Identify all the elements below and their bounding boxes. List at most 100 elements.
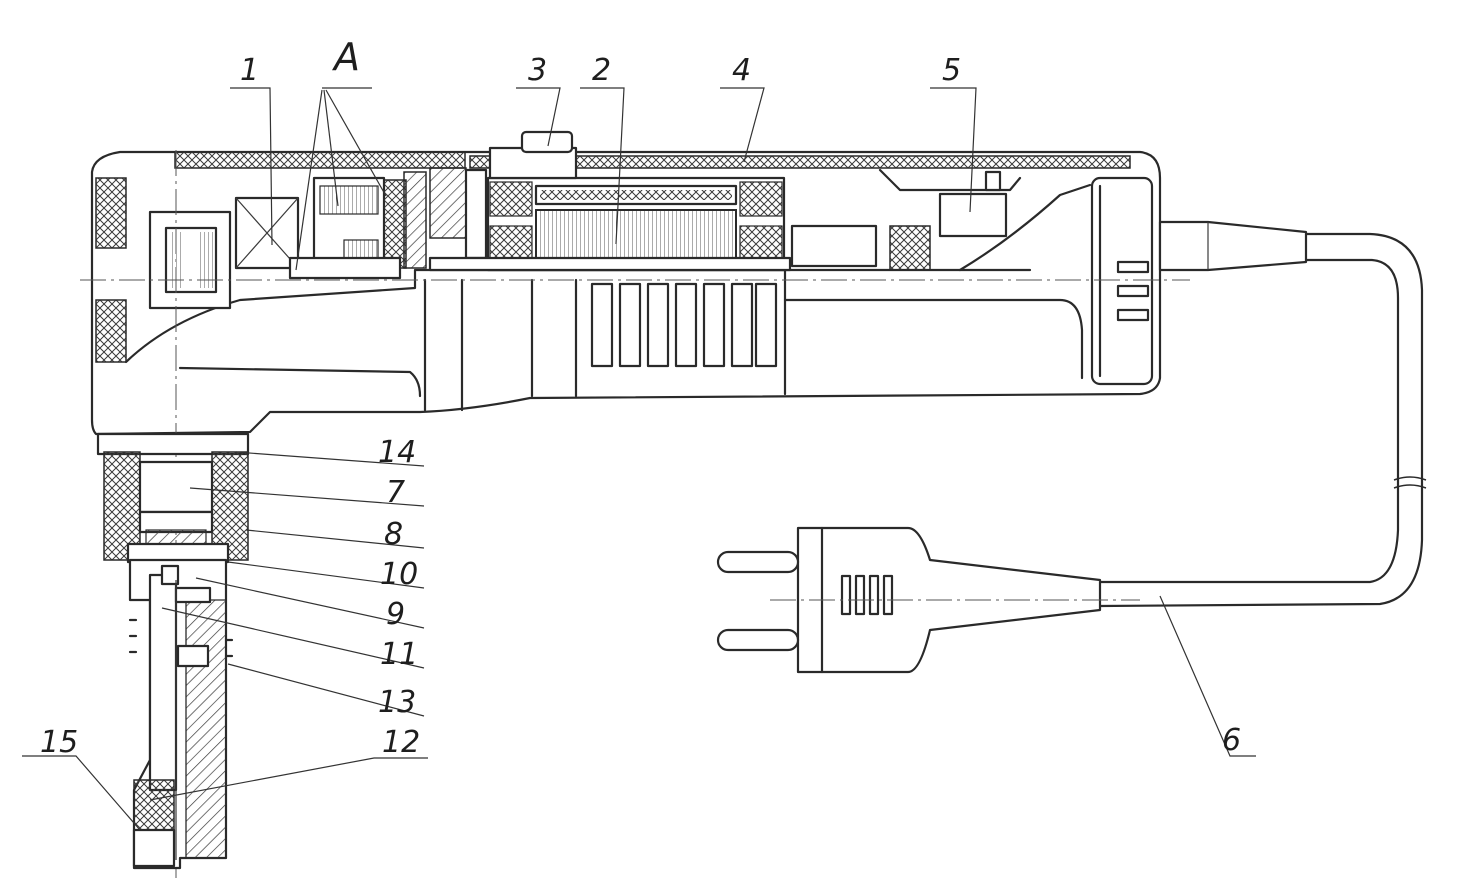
callout-1: 1 bbox=[240, 53, 259, 88]
thread-notches bbox=[128, 618, 234, 658]
plug-pin-top bbox=[716, 550, 800, 574]
callout-11: 11 bbox=[380, 637, 418, 672]
rear-bearing bbox=[790, 224, 878, 268]
plug-ridge bbox=[868, 574, 880, 616]
callout-A: A bbox=[331, 35, 360, 79]
callout-7: 7 bbox=[386, 475, 405, 510]
housing-handle-contour bbox=[178, 366, 422, 398]
callout-9: 9 bbox=[386, 597, 405, 632]
leader-7 bbox=[189, 487, 425, 507]
callout-10: 10 bbox=[380, 557, 418, 592]
leader-6 bbox=[1159, 595, 1256, 757]
die-holder-hatch bbox=[185, 599, 227, 859]
callout-8: 8 bbox=[384, 517, 403, 552]
leader-A-1 bbox=[295, 89, 323, 271]
plug-grip-ridges bbox=[840, 574, 894, 616]
gear-bearing-right bbox=[383, 179, 407, 269]
leader-15 bbox=[22, 755, 141, 831]
plug-ridge bbox=[854, 574, 866, 616]
switch-lever bbox=[878, 168, 1022, 192]
leader-1 bbox=[230, 87, 273, 246]
head-flange bbox=[96, 432, 250, 456]
rear-housing-curve bbox=[958, 183, 1092, 272]
eccentric-inner-hatch-2 bbox=[200, 232, 214, 288]
leader-8 bbox=[245, 529, 425, 549]
switch-button-3 bbox=[520, 130, 574, 154]
callout-14: 14 bbox=[378, 435, 416, 470]
housing-inner-contour bbox=[124, 268, 1032, 364]
power-cord bbox=[716, 220, 1427, 674]
housing-top-shell bbox=[174, 151, 466, 169]
die-tip bbox=[132, 828, 176, 868]
nibbler-head bbox=[96, 432, 250, 870]
plug-pin-bottom bbox=[716, 628, 800, 652]
vent-slot bbox=[730, 282, 754, 368]
rear-handle-lower bbox=[783, 298, 1084, 380]
leader-2 bbox=[580, 87, 625, 245]
callout-labels: 1 A 3 2 4 5 14 7 8 10 9 11 13 12 15 6 bbox=[40, 35, 1241, 760]
leader-5 bbox=[930, 87, 977, 213]
cord-break-mark bbox=[1393, 476, 1427, 481]
cord-strain-relief bbox=[1158, 220, 1308, 272]
leader-13 bbox=[227, 663, 425, 717]
power-cord-cable-outer bbox=[1098, 232, 1424, 608]
callout-15: 15 bbox=[40, 725, 78, 760]
motor-front-bearing bbox=[429, 167, 467, 239]
vent-slot bbox=[702, 282, 726, 368]
power-cord-cable-inner bbox=[1098, 258, 1400, 584]
switch-5 bbox=[938, 192, 1008, 238]
vent-slot bbox=[618, 282, 642, 368]
vent-slot bbox=[646, 282, 670, 368]
housing-top-shell-right bbox=[469, 155, 1131, 169]
punch-holder-12 bbox=[176, 644, 210, 668]
head-bulkhead bbox=[403, 171, 427, 269]
punch-13 bbox=[148, 573, 178, 792]
callout-6: 6 bbox=[1222, 723, 1241, 758]
leader-12 bbox=[149, 757, 428, 801]
intermediate-gear-teeth bbox=[319, 185, 379, 215]
pinion-shaft bbox=[288, 256, 402, 280]
rotor-shaft bbox=[428, 256, 792, 272]
vent-slot bbox=[754, 282, 778, 368]
plunger-guide-7 bbox=[138, 460, 214, 514]
rear-end-slot-2 bbox=[1116, 284, 1150, 298]
cord-break-mark-2 bbox=[1393, 484, 1427, 489]
plunger-seat-8 bbox=[138, 510, 214, 534]
plug-ridge bbox=[840, 574, 852, 616]
leader-3 bbox=[516, 87, 561, 147]
stator-winding-bot-r bbox=[739, 225, 783, 261]
head-nut-left bbox=[103, 451, 141, 561]
callout-12: 12 bbox=[382, 725, 420, 760]
vent-bay-outline bbox=[530, 278, 578, 398]
callout-3: 3 bbox=[528, 53, 547, 88]
callout-leaders bbox=[22, 87, 1256, 831]
vent-slot bbox=[590, 282, 614, 368]
leader-A-3 bbox=[325, 89, 387, 197]
callout-4: 4 bbox=[732, 53, 751, 88]
leader-4 bbox=[720, 87, 765, 163]
head-cap-left bbox=[95, 177, 127, 249]
pin-11 bbox=[174, 586, 212, 604]
plug-ridge bbox=[882, 574, 894, 616]
plunger-seat-hatch bbox=[145, 529, 207, 545]
callout-2: 2 bbox=[592, 53, 611, 88]
vent-slot bbox=[674, 282, 698, 368]
leader-9 bbox=[195, 577, 425, 629]
rear-end-slot-1 bbox=[1116, 260, 1150, 274]
rear-bearing-race bbox=[889, 225, 931, 271]
motor bbox=[428, 130, 931, 272]
switch-assembly bbox=[878, 168, 1022, 238]
fan bbox=[464, 168, 488, 260]
eccentric-inner-hatch bbox=[170, 232, 184, 288]
head-nut-right bbox=[211, 451, 249, 561]
rear-end-cap bbox=[1090, 176, 1154, 386]
motor-rotor-armature bbox=[535, 209, 737, 263]
leader-A-2 bbox=[323, 89, 339, 207]
gear-1-cross bbox=[235, 197, 299, 269]
leader-11 bbox=[161, 607, 425, 669]
leader-10 bbox=[227, 561, 425, 589]
head-cap-left-lower bbox=[95, 299, 127, 363]
switch-contact bbox=[984, 170, 1002, 192]
die-15 bbox=[133, 779, 175, 831]
